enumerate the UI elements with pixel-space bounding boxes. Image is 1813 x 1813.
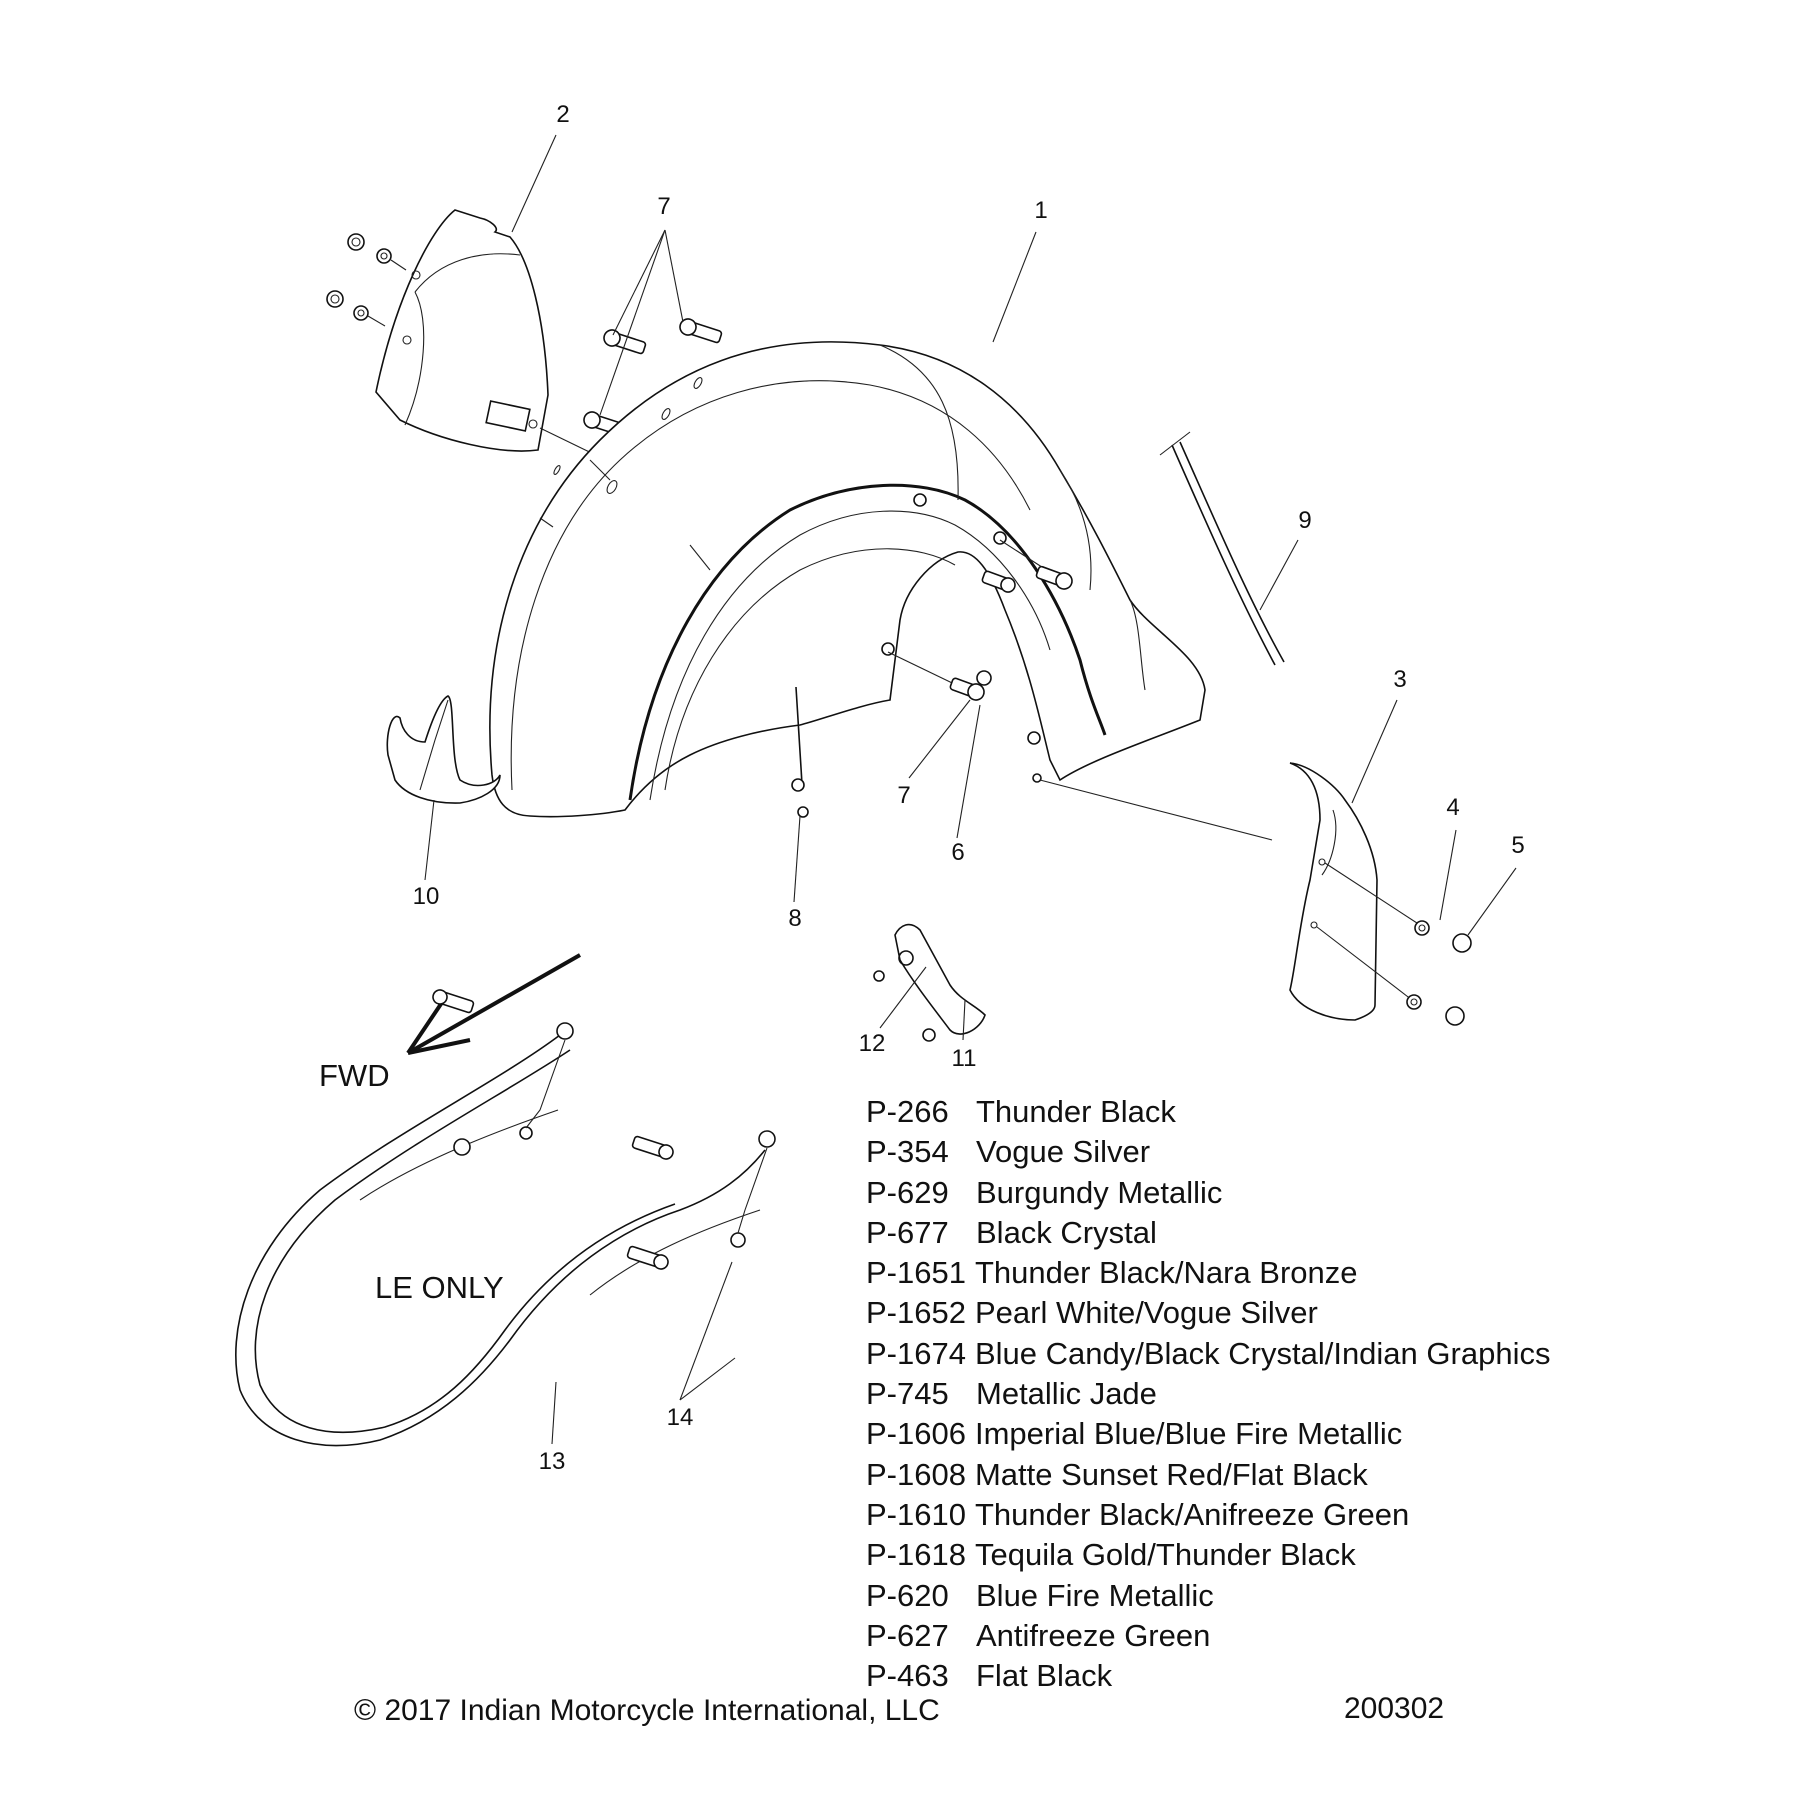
paint-code: P-1674 bbox=[866, 1335, 966, 1371]
part-1-front-fender bbox=[489, 341, 1273, 841]
drawing-number: 200302 bbox=[1344, 1692, 1445, 1725]
legend-row: P-745 Metallic Jade bbox=[866, 1374, 1550, 1414]
part-11-bracket bbox=[894, 923, 986, 1035]
paint-code-legend: P-266 Thunder Black P-354 Vogue Silver P-6… bbox=[866, 1092, 1550, 1696]
paint-code: P-745 bbox=[866, 1376, 949, 1412]
paint-code: P-677 bbox=[866, 1214, 949, 1250]
part-3-fender-tip bbox=[1289, 762, 1421, 1021]
part-12-nut bbox=[873, 970, 936, 1042]
paint-name: Blue Fire Metallic bbox=[976, 1577, 1214, 1613]
legend-row: P-266 Thunder Black bbox=[866, 1092, 1550, 1132]
callout-14: 14 bbox=[666, 1404, 694, 1431]
part-14-bolts bbox=[432, 989, 674, 1270]
callout-10: 10 bbox=[412, 883, 440, 910]
paint-code: P-620 bbox=[866, 1577, 949, 1613]
part-2-nuts-washers bbox=[326, 233, 611, 463]
callout-8: 8 bbox=[788, 905, 802, 932]
part-8-pin bbox=[791, 686, 809, 818]
paint-name: Matte Sunset Red/Flat Black bbox=[974, 1456, 1368, 1492]
callout-7-upper: 7 bbox=[657, 193, 671, 220]
paint-code: P-1651 bbox=[866, 1255, 966, 1291]
paint-name: Black Crystal bbox=[976, 1214, 1157, 1250]
fwd-label: FWD bbox=[319, 1058, 390, 1093]
paint-name: Blue Candy/Black Crystal/Indian Graphics bbox=[974, 1335, 1551, 1371]
callout-9: 9 bbox=[1298, 507, 1312, 534]
paint-code: P-266 bbox=[866, 1094, 949, 1129]
paint-code: P-1652 bbox=[866, 1295, 966, 1331]
legend-row: P-354 Vogue Silver bbox=[866, 1132, 1550, 1172]
callout-12: 12 bbox=[858, 1030, 886, 1057]
part-5-cap-nuts bbox=[1445, 933, 1472, 1026]
paint-name: Burgundy Metallic bbox=[976, 1174, 1223, 1210]
callout-7-lower: 7 bbox=[897, 782, 911, 809]
paint-code: P-627 bbox=[866, 1617, 949, 1653]
part-13-trim-rail bbox=[235, 1022, 776, 1447]
paint-name: Vogue Silver bbox=[976, 1134, 1151, 1170]
part-4-washers bbox=[1406, 920, 1430, 1010]
part-10-tip-ornament bbox=[386, 695, 501, 804]
part-9-trim-strip bbox=[1159, 431, 1285, 666]
paint-name: Thunder Black/Anifreeze Green bbox=[974, 1496, 1410, 1532]
callout-11: 11 bbox=[951, 1045, 977, 1072]
callout-2: 2 bbox=[556, 101, 570, 128]
legend-row: P-629 Burgundy Metallic bbox=[866, 1173, 1550, 1213]
legend-row: P-677 Black Crystal bbox=[866, 1213, 1550, 1253]
copyright-notice: © 2017 Indian Motorcycle International, … bbox=[354, 1694, 940, 1727]
legend-row: P-463 Flat Black bbox=[866, 1656, 1550, 1696]
paint-name: Tequila Gold/Thunder Black bbox=[974, 1537, 1356, 1573]
legend-row: P-620 Blue Fire Metallic bbox=[866, 1576, 1550, 1616]
paint-name: Thunder Black/Nara Bronze bbox=[974, 1255, 1358, 1291]
paint-name: Thunder Black bbox=[976, 1094, 1176, 1129]
paint-code: P-463 bbox=[866, 1658, 949, 1694]
paint-code: P-1606 bbox=[866, 1416, 966, 1452]
paint-code: P-629 bbox=[866, 1174, 949, 1210]
paint-code: P-1608 bbox=[866, 1456, 966, 1492]
part-2-fender-tip bbox=[375, 209, 549, 452]
legend-row: P-627 Antifreeze Green bbox=[866, 1616, 1550, 1656]
callout-4: 4 bbox=[1446, 794, 1460, 821]
paint-name: Imperial Blue/Blue Fire Metallic bbox=[974, 1416, 1403, 1452]
paint-name: Pearl White/Vogue Silver bbox=[974, 1295, 1318, 1331]
callout-13: 13 bbox=[538, 1448, 566, 1475]
part-7-bolts-upper bbox=[583, 318, 723, 437]
paint-code: P-1618 bbox=[866, 1537, 966, 1573]
callout-1: 1 bbox=[1034, 197, 1048, 224]
fwd-arrow-icon bbox=[406, 953, 581, 1055]
paint-code: P-354 bbox=[866, 1134, 949, 1170]
paint-name: Metallic Jade bbox=[976, 1376, 1157, 1412]
callout-3: 3 bbox=[1393, 666, 1407, 693]
le-only-label: LE ONLY bbox=[375, 1270, 504, 1305]
callout-5: 5 bbox=[1511, 832, 1525, 859]
paint-name: Flat Black bbox=[976, 1658, 1113, 1694]
paint-code: P-1610 bbox=[866, 1496, 966, 1532]
callout-6: 6 bbox=[951, 839, 965, 866]
paint-name: Antifreeze Green bbox=[976, 1617, 1211, 1653]
leader-lines bbox=[424, 134, 1517, 1445]
